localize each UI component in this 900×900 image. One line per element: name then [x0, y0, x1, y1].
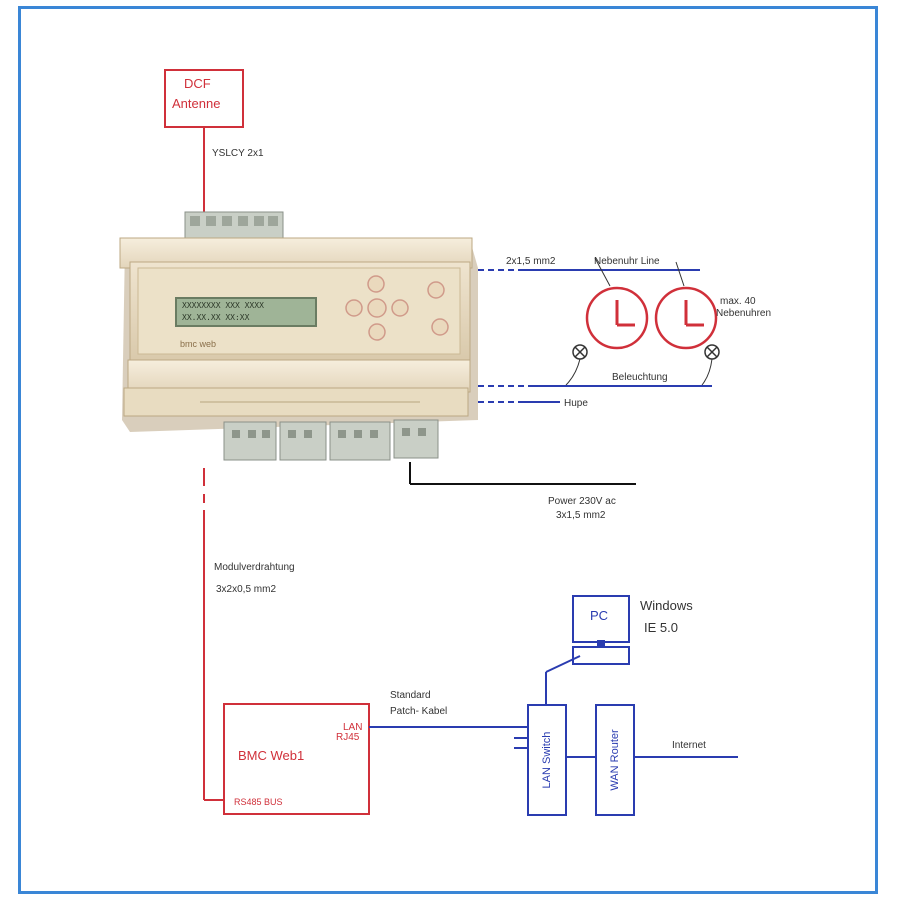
patch-label-1: Standard — [390, 690, 431, 701]
dcf-title: DCF — [184, 76, 211, 91]
power-label-2: 3x1,5 mm2 — [556, 510, 606, 521]
wan-router-label: WAN Router — [609, 729, 621, 791]
key-fn1-button — [427, 281, 445, 299]
keypad — [345, 275, 449, 341]
key-right-button — [391, 299, 409, 317]
key-ok-button — [367, 298, 387, 318]
power-line — [409, 462, 636, 485]
nebenuhr-line-label: Nebenuhr Line — [594, 256, 660, 267]
cable-top-label: 2x1,5 mm2 — [506, 256, 556, 267]
lan-switch-label: LAN Switch — [541, 731, 553, 789]
slave-clock-2-icon — [654, 261, 718, 350]
dcf-subtitle: Antenne — [172, 96, 221, 111]
key-down-button — [368, 323, 386, 341]
lan-switch-box — [527, 704, 567, 816]
pc-label: PC — [590, 608, 609, 623]
display-line-2: XX.XX.XX XX:XX — [182, 313, 250, 322]
slave-clock-1-icon — [585, 257, 649, 350]
hupe-label: Hupe — [564, 398, 588, 409]
windows-label: Windows — [640, 598, 693, 613]
max-clocks-label-1: max. 40 — [720, 296, 756, 307]
patch-label-2: Patch- Kabel — [390, 706, 448, 717]
key-left-button — [345, 299, 363, 317]
device-brand: bmc web — [180, 339, 217, 349]
pc-icon — [572, 595, 630, 665]
bmc-rs485-label: RS485 BUS — [234, 797, 283, 807]
power-label-1: Power 230V ac — [548, 496, 616, 507]
bus-label-2: 3x2x0,5 mm2 — [216, 584, 277, 595]
ie-label: IE 5.0 — [644, 620, 678, 635]
bus-label-1: Modulverdrahtung — [214, 562, 295, 573]
lcd-display — [175, 297, 317, 327]
display-line-1: XXXXXXXX XXX XXXX — [182, 301, 264, 310]
bmc-title: BMC Web1 — [238, 748, 305, 763]
beleuchtung-label: Beleuchtung — [612, 372, 668, 383]
internet-label: Internet — [672, 740, 706, 751]
patch-cable-line — [369, 726, 528, 749]
wan-router-box — [595, 704, 635, 816]
bmc-rj45-label: RJ45 — [336, 732, 360, 743]
bmc-device-unit — [119, 237, 478, 432]
bottom-terminal-blocks — [223, 419, 439, 461]
bmc-web1-box — [223, 703, 370, 815]
dcf-cable-label: YSLCY 2x1 — [212, 148, 264, 159]
lamp-1-icon — [565, 344, 588, 386]
top-terminal-block — [184, 211, 284, 241]
max-clocks-label-2: Nebenuhren — [716, 308, 772, 319]
outer-frame — [18, 6, 878, 894]
key-up-button — [367, 275, 385, 293]
lamp-2-icon — [701, 344, 720, 386]
pc-cable-line — [545, 655, 581, 673]
bmc-lan-label: LAN — [343, 722, 363, 733]
key-fn2-button — [431, 318, 449, 336]
